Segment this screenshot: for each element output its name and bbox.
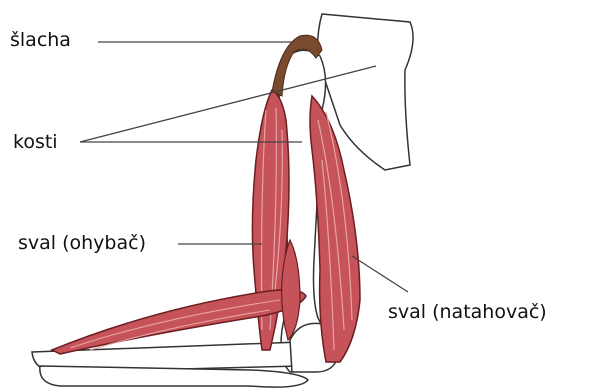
forearm-bone-lower [40,366,308,387]
label-bones: kosti [13,133,58,152]
label-tendon: šlacha [10,31,71,50]
label-flexor-muscle: sval (ohybač) [18,234,146,253]
label-extensor-muscle: sval (natahovač) [388,303,547,322]
